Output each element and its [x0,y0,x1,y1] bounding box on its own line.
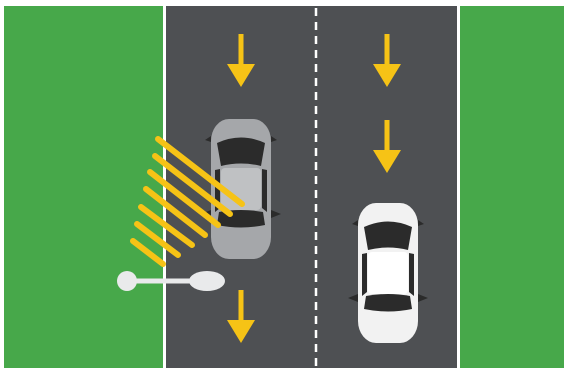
grass-right [459,6,564,368]
grass-left [4,6,165,368]
road-edge-right [457,6,460,368]
white-car [348,203,428,343]
gray-car [201,119,281,259]
